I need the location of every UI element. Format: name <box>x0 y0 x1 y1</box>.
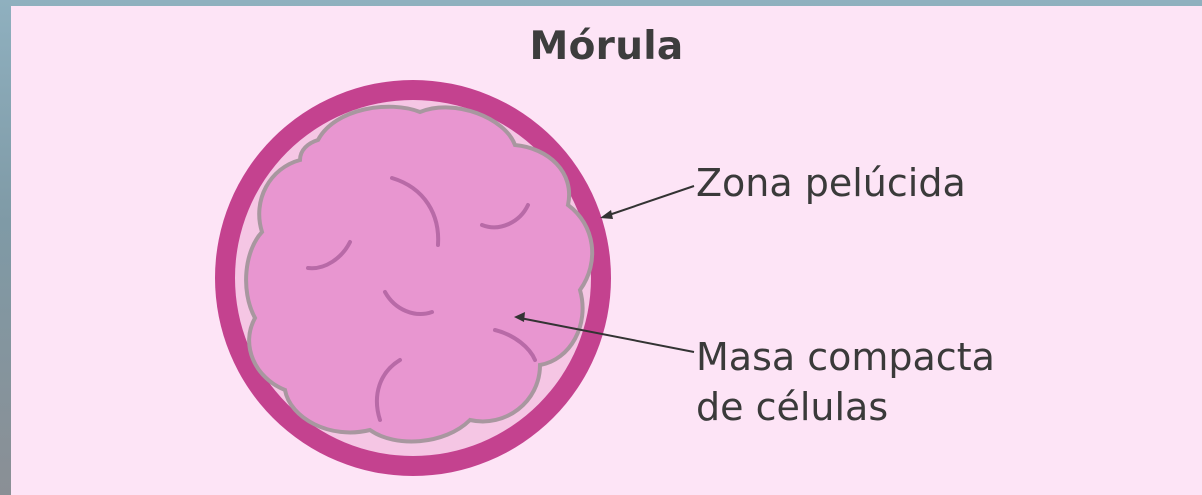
cell-boundary-arc <box>306 240 352 271</box>
cell-boundary-arc <box>383 290 434 316</box>
cell-mass <box>244 104 595 444</box>
cell-boundary-arc <box>374 358 402 422</box>
masa-leader <box>519 317 695 353</box>
cell-boundary-arc <box>390 176 441 247</box>
cell-boundary-arc <box>480 203 530 230</box>
label-masa-line1: Masa compacta <box>696 335 995 379</box>
label-masa-compacta: Masa compacta de células <box>696 332 995 432</box>
cell-boundary-arc <box>493 328 537 362</box>
label-masa-line2: de células <box>696 385 889 429</box>
zona-pelucida-leader <box>605 185 695 217</box>
zona-pelucida-arrowhead <box>600 210 613 219</box>
masa-arrowhead <box>514 312 525 322</box>
diagram-title: Mórula <box>529 24 684 69</box>
label-zona-pelucida: Zona pelúcida <box>696 161 966 205</box>
